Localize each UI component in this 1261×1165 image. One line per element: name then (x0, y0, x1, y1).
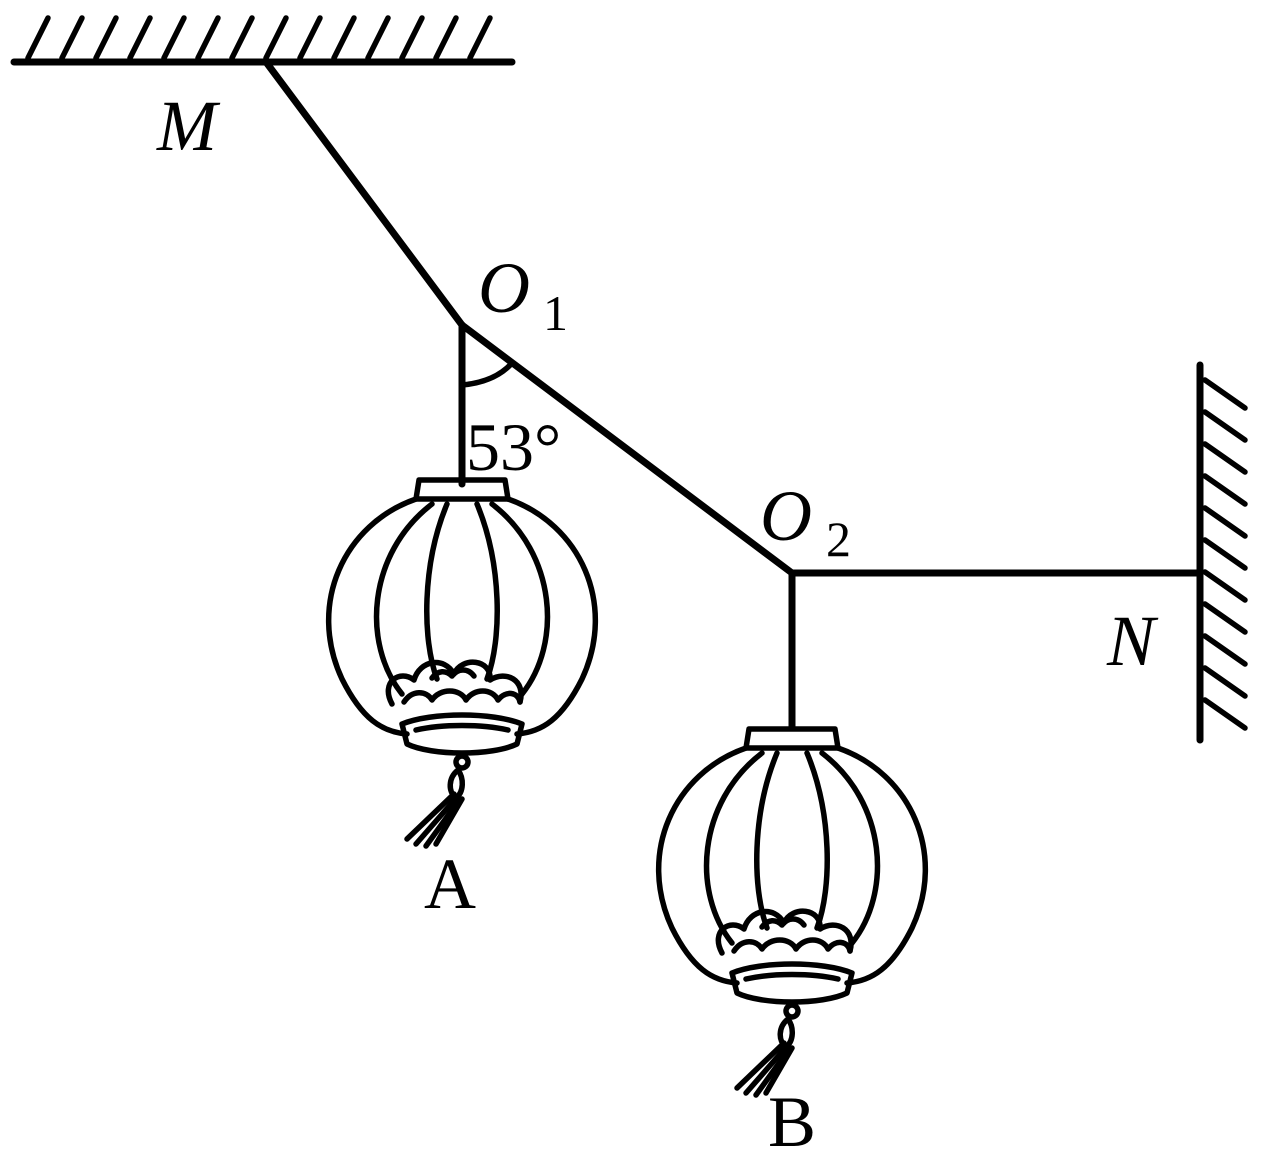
ceiling-hatching (25, 15, 493, 61)
lantern-b (659, 729, 926, 1095)
label-m: M (156, 86, 221, 166)
label-lantern-b: B (768, 1082, 816, 1160)
label-o2: O (760, 476, 812, 556)
label-n: N (1106, 601, 1159, 681)
label-o1-subscript: 1 (543, 285, 568, 341)
lantern-a (329, 480, 596, 846)
label-o1: O (478, 248, 530, 328)
wall (1196, 361, 1248, 744)
wall-hatching (1202, 377, 1248, 731)
angle-arc (459, 360, 515, 388)
angle-label: 53° (466, 409, 561, 485)
label-lantern-a: A (424, 844, 476, 924)
string-o1-o2 (458, 321, 796, 577)
ceiling (10, 15, 516, 66)
string-m-o1 (262, 58, 466, 329)
label-o2-subscript: 2 (826, 511, 851, 567)
